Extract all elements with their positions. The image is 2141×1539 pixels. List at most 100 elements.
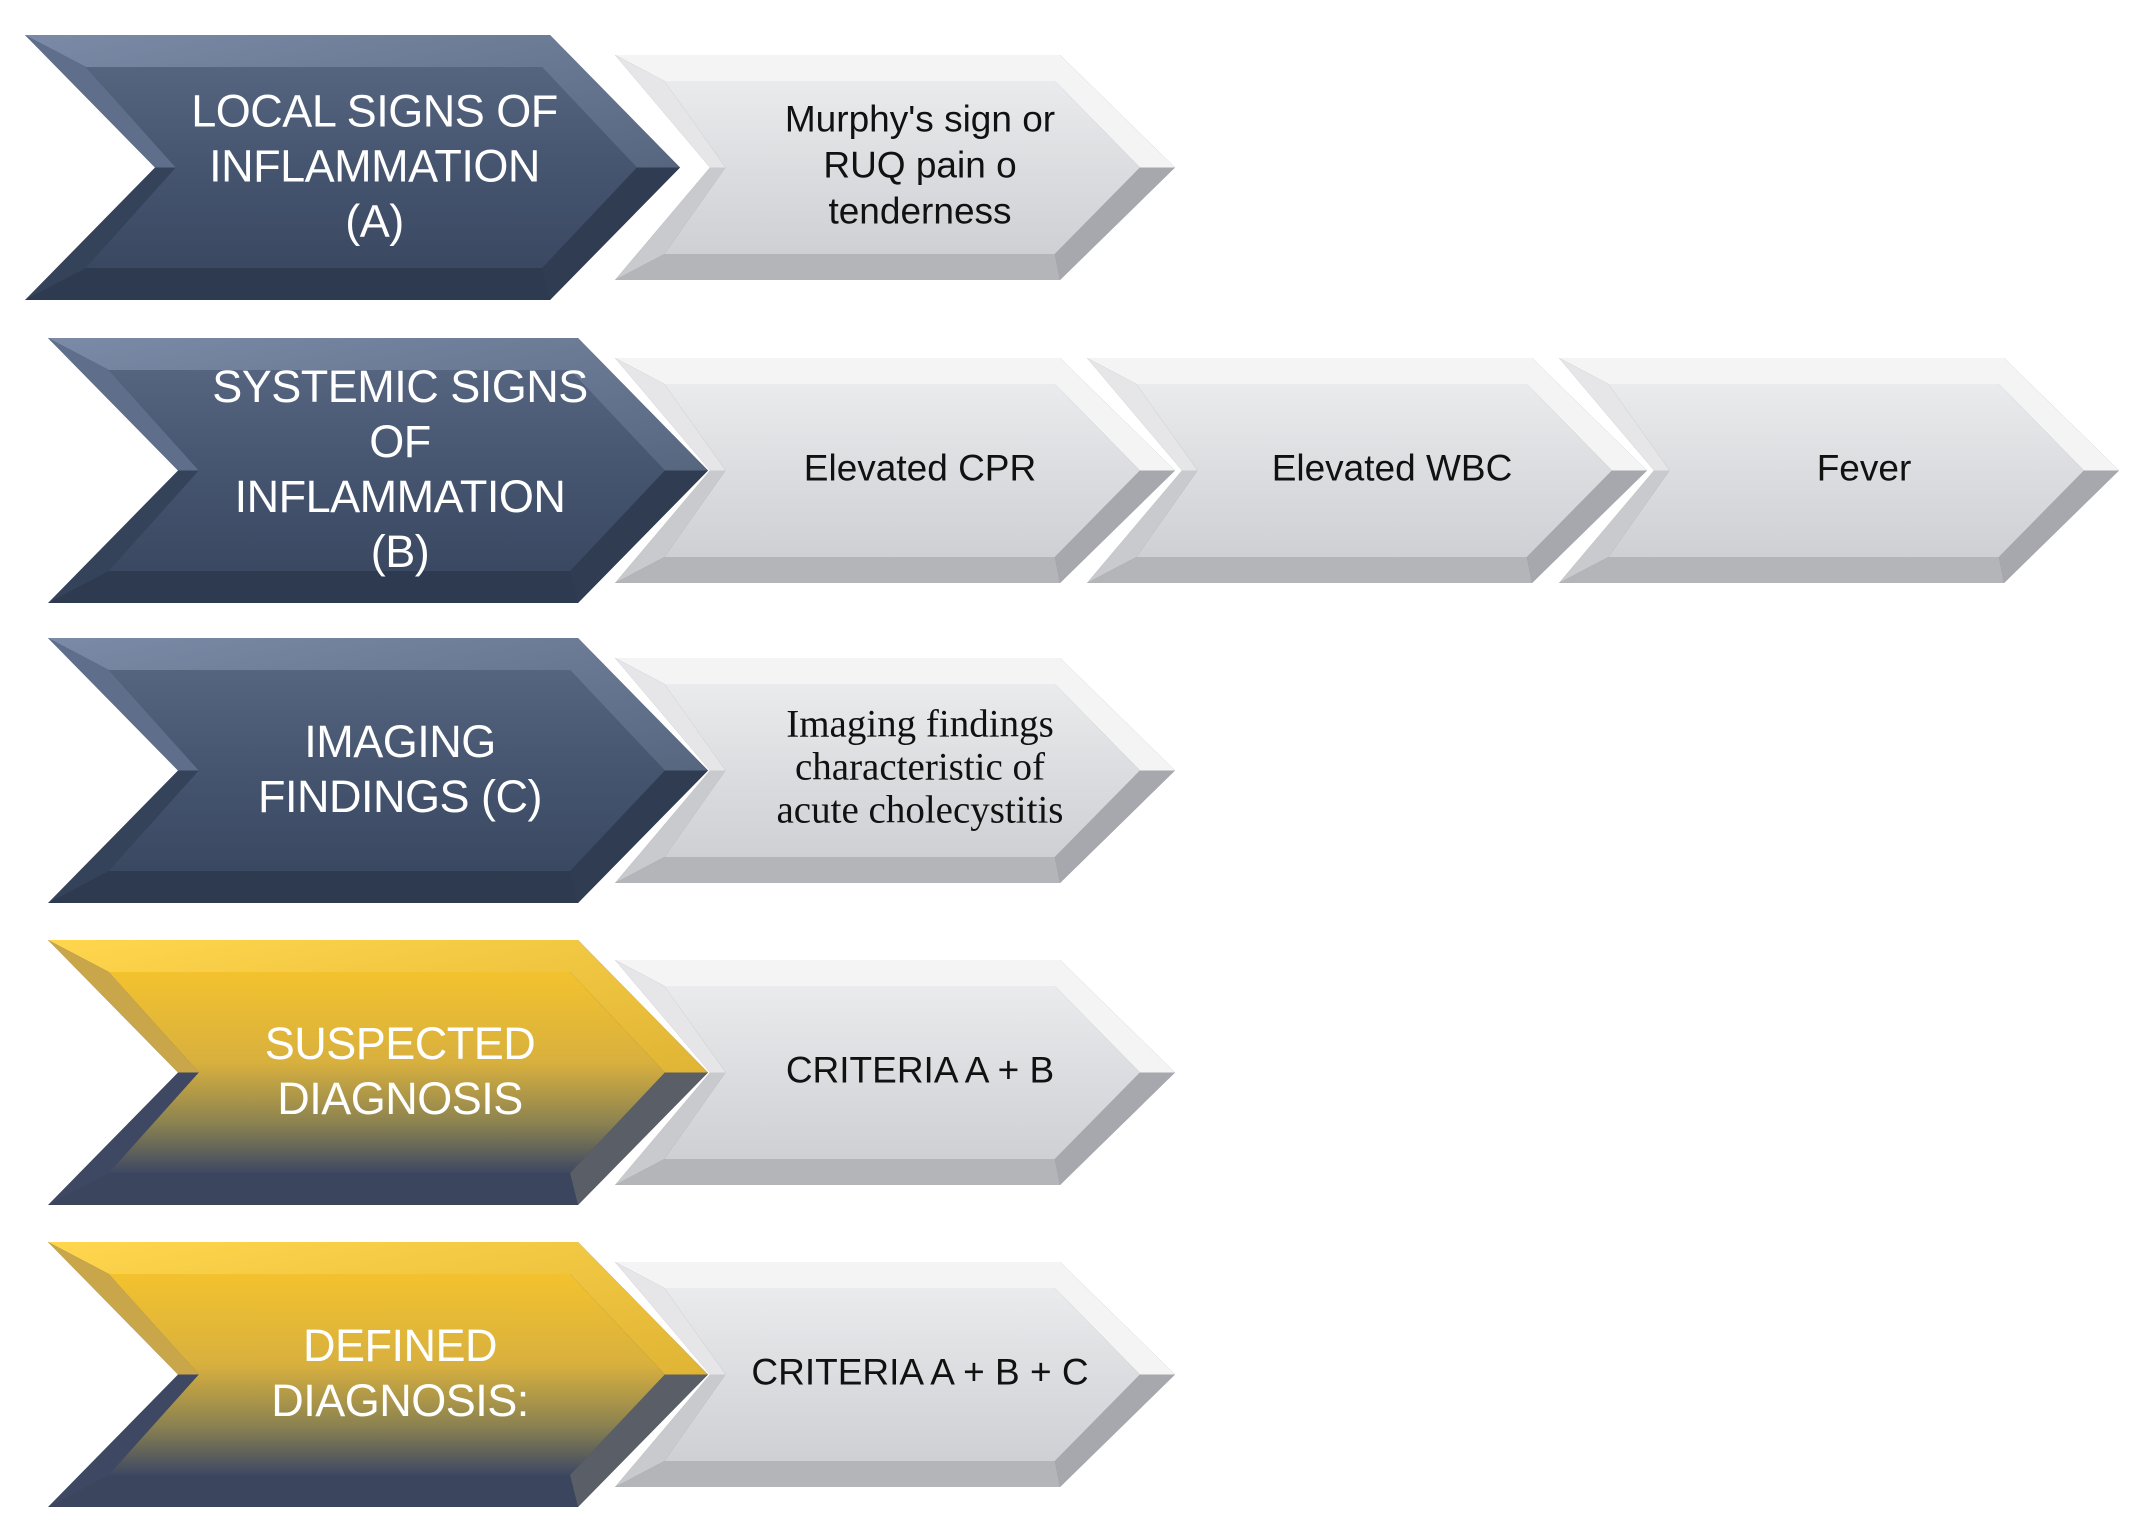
category-chevron-bevel-top: [48, 338, 708, 471]
item-label-line: Fever: [1817, 447, 1912, 488]
category-label-line: OF: [369, 416, 431, 467]
item-chevron-bevel-left: [615, 960, 726, 1073]
item-chevron-bevel-left: [615, 55, 726, 168]
item-chevron: [1087, 358, 1647, 583]
item-label-line: characteristic of: [795, 745, 1045, 788]
item-label: Elevated WBC: [1272, 447, 1513, 488]
category-chevron-bevel-right: [570, 770, 708, 903]
item-chevron-bevel-lowleft: [615, 1374, 726, 1487]
item-chevron-bevel-lowleft: [1559, 470, 1670, 583]
category-chevron-bevel-right: [570, 1072, 708, 1205]
item-label-line: Elevated WBC: [1272, 447, 1513, 488]
category-label-line: (A): [345, 195, 404, 246]
item-chevron-bevel-right: [1054, 470, 1175, 583]
item-chevron-bevel-lowleft: [615, 167, 726, 280]
item-chevron-bevel-lowleft: [615, 470, 726, 583]
item-chevron-bevel-top: [1559, 358, 2119, 471]
item-chevron-bevel-top: [615, 1262, 1175, 1375]
category-chevron-bevel-top: [48, 940, 708, 1073]
category-label-line: SUSPECTED: [265, 1018, 536, 1069]
item-chevron-bevel-bottom: [615, 254, 1060, 280]
item-chevron-bevel-bottom: [1559, 557, 2004, 583]
item-chevron-bevel-right: [1054, 770, 1175, 883]
item-label-line: CRITERIA A + B: [786, 1049, 1054, 1090]
row-4-items: CRITERIA A + B: [615, 960, 1175, 1185]
item-chevron-face: [1136, 384, 1612, 557]
item-label-line: Murphy's sign or: [785, 98, 1055, 139]
item-label-line: acute cholecystitis: [777, 788, 1064, 831]
item-label: CRITERIA A + B: [786, 1049, 1054, 1090]
category-label-line: SYSTEMIC SIGNS: [212, 361, 588, 412]
item-chevron-bevel-left: [615, 658, 726, 771]
item-chevron: [615, 658, 1175, 883]
item-chevron-bevel-left: [1559, 358, 1670, 471]
item-chevron-bevel-bottom: [615, 1159, 1060, 1185]
item-chevron: [1559, 358, 2119, 583]
category-chevron-bevel-top: [48, 638, 708, 771]
category-chevron-bevel-right: [542, 167, 680, 300]
item-chevron-face: [1608, 384, 2084, 557]
category-label-line: IMAGING: [304, 716, 496, 767]
item-label-line: Imaging findings: [786, 702, 1054, 745]
category-label-line: INFLAMMATION: [209, 140, 540, 191]
item-chevron-bevel-top: [615, 960, 1175, 1073]
category-chevron-bevel-top: [48, 1242, 708, 1375]
category-chevron-bevel-left: [48, 1242, 199, 1375]
category-chevron-face: [108, 972, 665, 1173]
category-chevron-bevel-top: [25, 35, 680, 168]
item-chevron: [615, 1262, 1175, 1487]
category-chevron-bevel-left: [25, 35, 176, 168]
item-label: Fever: [1817, 447, 1912, 488]
item-chevron-bevel-right: [1526, 470, 1647, 583]
category-label-line: FINDINGS (C): [258, 771, 542, 822]
category-label-line: (B): [371, 526, 430, 577]
item-chevron-bevel-lowleft: [1087, 470, 1198, 583]
category-chevron-bevel-right: [570, 470, 708, 603]
row-2-items: Elevated CPR Elevated WBC Fever: [615, 358, 2119, 583]
row-5-items: CRITERIA A + B + C: [615, 1262, 1175, 1487]
category-chevron-bevel-bottom: [48, 571, 578, 603]
category-chevron-bevel-bottom: [48, 1173, 578, 1205]
category-chevron-bevel-bottom: [48, 1475, 578, 1507]
category-label-line: INFLAMMATION: [235, 471, 566, 522]
category-chevron-bevel-left: [48, 638, 199, 771]
item-chevron-bevel-lowleft: [615, 770, 726, 883]
item-chevron-bevel-bottom: [1087, 557, 1532, 583]
item-chevron-bevel-right: [1054, 1374, 1175, 1487]
item-chevron-bevel-lowleft: [615, 1072, 726, 1185]
criteria-row-2: Elevated CPR Elevated WBC Fever SYSTEMIC SI…: [48, 338, 2119, 603]
item-label-line: Elevated CPR: [804, 447, 1036, 488]
item-chevron-bevel-top: [1087, 358, 1647, 471]
category-chevron-face: [85, 67, 637, 268]
category-label-line: DIAGNOSIS:: [271, 1375, 529, 1426]
item-chevron-bevel-top: [615, 658, 1175, 771]
item-chevron-face: [664, 1288, 1140, 1461]
item-label-line: RUQ pain o: [823, 144, 1016, 185]
item-chevron: [615, 960, 1175, 1185]
item-chevron-bevel-bottom: [615, 1461, 1060, 1487]
category-chevron-bevel-bottom: [25, 268, 550, 300]
item-chevron-bevel-right: [1054, 1072, 1175, 1185]
category-chevron-face: [108, 370, 665, 571]
category-chevron-face: [108, 1274, 665, 1475]
category-chevron-bevel-right: [570, 1374, 708, 1507]
category-chevron-bevel-left: [48, 940, 199, 1073]
